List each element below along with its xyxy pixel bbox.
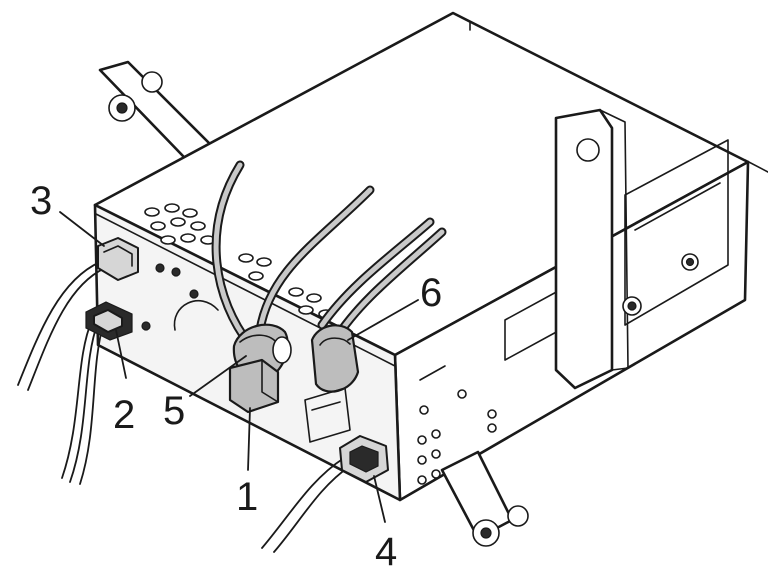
leader-2 — [115, 329, 127, 379]
callout-4: 4 — [375, 530, 397, 574]
connector-4 — [261, 387, 389, 553]
side-face-details — [417, 139, 729, 485]
callout-1: 1 — [236, 475, 258, 519]
leader-6 — [347, 299, 419, 341]
leader-1 — [247, 407, 251, 471]
leader-5 — [189, 355, 247, 397]
cable-5 — [211, 160, 375, 350]
plug-6 — [310, 324, 360, 393]
bottom-mounting-strap — [440, 450, 529, 547]
callout-3: 3 — [30, 179, 52, 223]
fuse-block-1 — [228, 358, 280, 414]
callout-5: 5 — [163, 389, 185, 433]
connector-2 — [61, 301, 133, 485]
leader-lines — [59, 211, 419, 523]
leader-4 — [373, 475, 386, 523]
side-mounting-bracket — [554, 108, 642, 390]
callout-6: 6 — [420, 271, 442, 315]
rear-vent-holes — [141, 203, 334, 331]
leader-3 — [59, 211, 105, 247]
callout-labels: 3 2 5 1 6 4 — [30, 179, 442, 574]
radio-unit-body — [93, 11, 768, 502]
callout-2: 2 — [113, 393, 135, 437]
connector-3 — [17, 237, 139, 391]
